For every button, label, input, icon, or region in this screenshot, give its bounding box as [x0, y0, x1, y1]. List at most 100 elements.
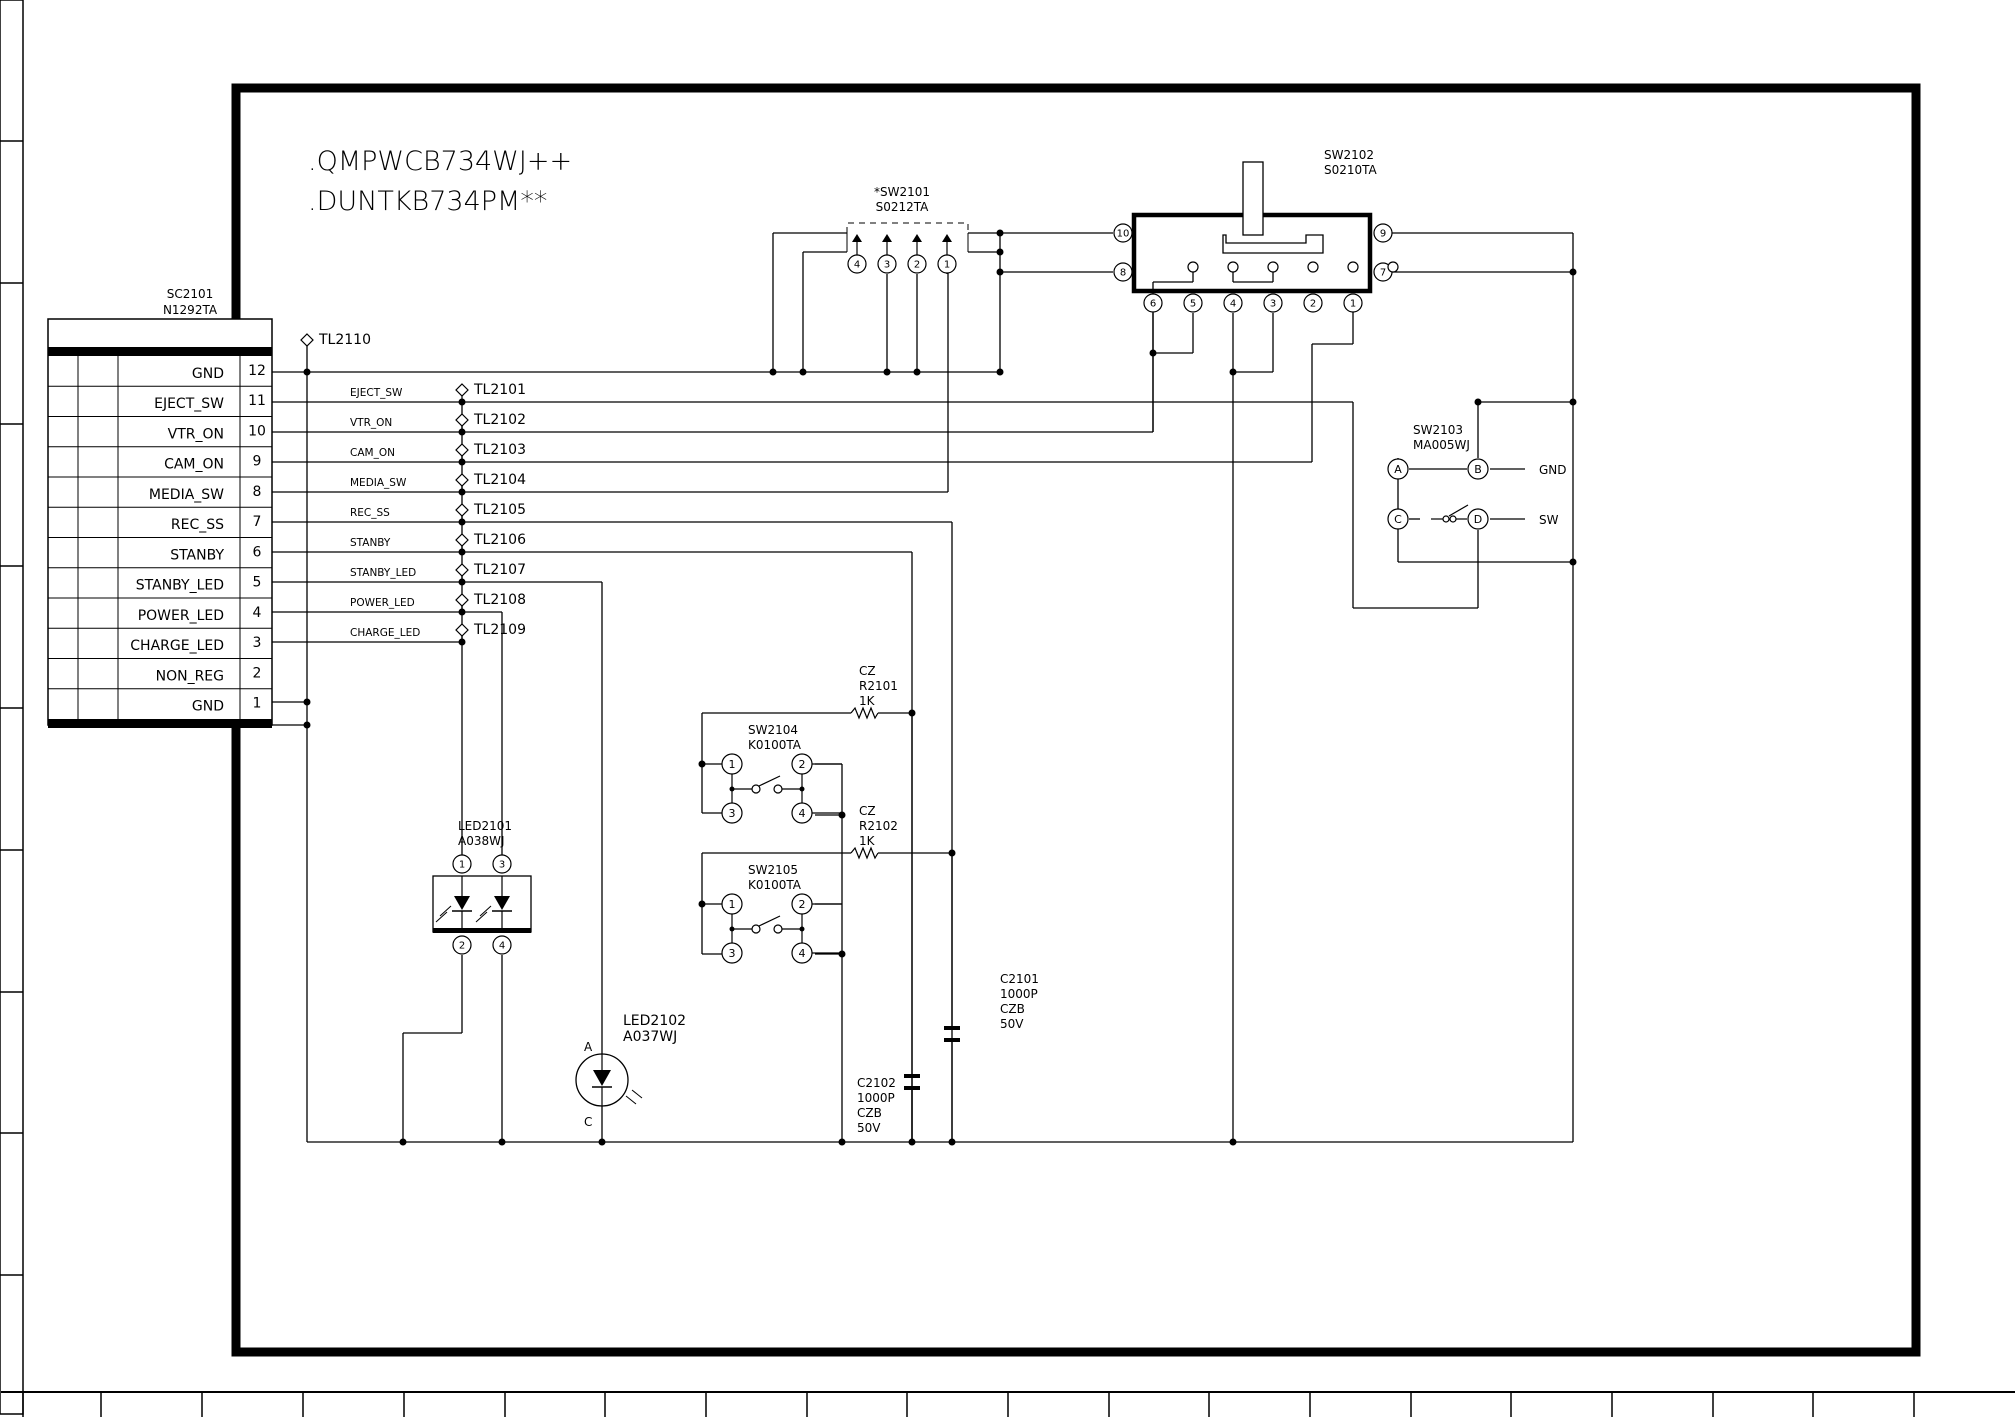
sw2101-pin: 2 [907, 254, 927, 274]
r2102-value: 1K [859, 834, 876, 848]
connector-pin-name: CHARGE_LED [130, 638, 224, 654]
sw2102-pin-label: 3 [1270, 299, 1276, 310]
connector-pin-row: GND 12 [192, 363, 266, 382]
test-point-ref: TL2105 [473, 502, 526, 518]
net-label: STANBY [350, 537, 391, 549]
sw2102-pin: 8 [1113, 262, 1133, 282]
led2102-cathode-label: C [584, 1115, 592, 1129]
sw2102-pin-label: 6 [1150, 299, 1156, 310]
connector-ref: SC2101 [167, 287, 214, 301]
net-label: STANBY_LED [350, 567, 416, 579]
sw2102-pin-label: 2 [1310, 299, 1316, 310]
net-label: EJECT_SW [350, 387, 403, 399]
sw2103-gnd-label: GND [1539, 463, 1567, 477]
led2101-ref: LED2101 [458, 819, 512, 833]
c2101-ref: C2101 [1000, 972, 1039, 986]
r2102-type: CZ [859, 804, 876, 818]
connector-pin-name: POWER_LED [138, 608, 224, 624]
sw2102-pin: 6 [1143, 293, 1163, 313]
test-point-ref: TL2103 [473, 442, 526, 458]
c2102-value: 1000P [857, 1091, 895, 1105]
sw2102-pin: 9 [1373, 223, 1393, 243]
connector-pin-row: CHARGE_LED 3 [130, 635, 261, 654]
sw2102-pin: 5 [1183, 293, 1203, 313]
test-points: TL2101EJECT_SWTL2102VTR_ONTL2103CAM_ONTL… [350, 382, 526, 646]
sw2101-pin-label: 1 [944, 260, 950, 271]
sw2105-ref: SW2105 [748, 863, 798, 877]
connector-pin-name: GND [192, 699, 224, 715]
net-label: POWER_LED [350, 597, 415, 609]
sw2104-part: K0100TA [748, 738, 802, 752]
sw2104-pin: 2 [791, 753, 813, 775]
test-point-ref: TL2102 [473, 412, 526, 428]
led2101-pin-label: 4 [499, 941, 505, 952]
sw2105-pin: 3 [721, 942, 743, 964]
sw2102-part: S0210TA [1324, 163, 1378, 177]
c2102-type: CZB [857, 1106, 882, 1120]
sw2102-pin-label: 5 [1190, 299, 1196, 310]
connector-part: N1292TA [163, 303, 218, 317]
sw2102-pin: 4 [1223, 293, 1243, 313]
sw2103-pin-label: B [1474, 463, 1482, 476]
board-part-number-1: .QMPWCB734WJ++ [308, 146, 572, 177]
test-point-ref: TL2107 [473, 562, 526, 578]
connector-pin-name: STANBY_LED [136, 578, 224, 594]
connector-pin-number: 8 [253, 484, 262, 500]
connector-pin-number: 3 [253, 635, 262, 651]
connector-pin-name: VTR_ON [168, 426, 224, 442]
connector-pin-name: REC_SS [171, 517, 224, 533]
sw2101-pin-label: 4 [854, 260, 860, 271]
led2101-pin-label: 2 [459, 941, 465, 952]
test-point-ref: TL2109 [473, 622, 526, 638]
sw2102-pin: 3 [1263, 293, 1283, 313]
connector-body [47, 318, 273, 726]
c2101-voltage: 50V [1000, 1017, 1024, 1031]
connector-bottom-bar [48, 719, 272, 728]
sw2103-pin: C [1387, 508, 1409, 530]
test-point-tl2110: TL2110 [300, 332, 371, 348]
sw2101-part: S0212TA [876, 200, 930, 214]
led2101-pin: 2 [452, 935, 472, 955]
connector-pin-name: EJECT_SW [154, 396, 224, 412]
connector-pin-row: POWER_LED 4 [138, 605, 262, 624]
capacitor-c2101: C2101 1000P CZB 50V [944, 853, 1039, 1042]
bottom-margin-ticks [100, 1392, 1915, 1417]
sw2103-pin: D [1467, 508, 1489, 530]
sw2101-pin: 1 [937, 254, 957, 274]
connector-pin-number: 5 [253, 575, 262, 591]
connector-pin-number: 12 [248, 363, 266, 379]
sw2105-pin-label: 2 [799, 898, 806, 911]
sw2105-pin: 1 [721, 893, 743, 915]
connector-pin-name: STANBY [170, 547, 224, 563]
sw2103-pin: A [1387, 458, 1409, 480]
connector-pin-name: NON_REG [156, 668, 224, 684]
net-label: MEDIA_SW [350, 477, 407, 489]
sw2102-pin-label: 1 [1350, 299, 1356, 310]
sw2105-pin-label: 1 [729, 898, 736, 911]
sw2102-pin: 1 [1343, 293, 1363, 313]
junction-dots [303, 229, 1577, 1146]
connector-pin-name: GND [192, 366, 224, 382]
led-led2102: LED2102 A037WJ A C [575, 1013, 686, 1129]
led2101-pin: 1 [452, 854, 472, 874]
sw2101-pin-label: 2 [914, 260, 920, 271]
connector-pin-number: 4 [253, 605, 262, 621]
sw2103-part: MA005WJ [1413, 438, 1470, 452]
sw2104-pin: 3 [721, 802, 743, 824]
